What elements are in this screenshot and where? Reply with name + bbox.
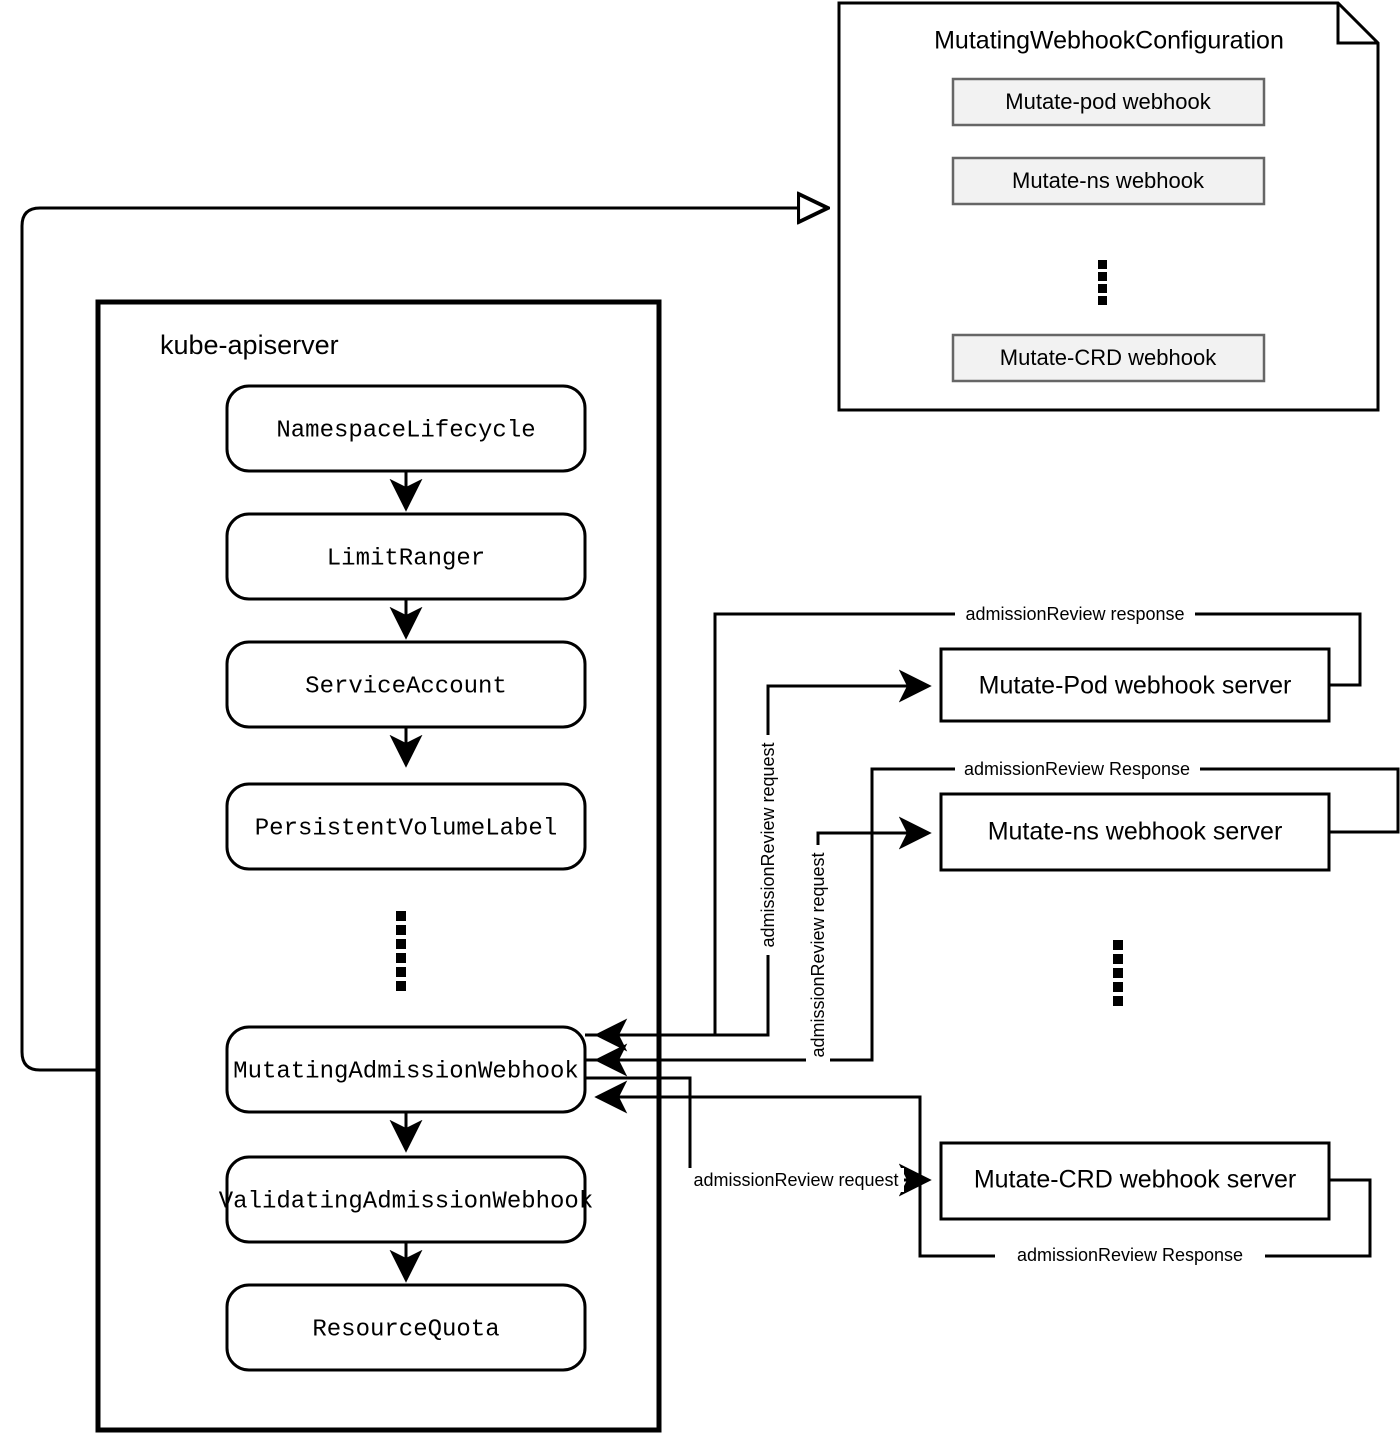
webhook-entry-mutate-crd[interactable]: Mutate-CRD webhook [951, 333, 1266, 383]
webhook-entries-ellipsis-icon [1098, 260, 1107, 305]
plugin-box [225, 782, 587, 871]
webhook-server-mutate-pod[interactable]: Mutate-Pod webhook server [939, 647, 1331, 723]
plugin-label: PersistentVolumeLabel [255, 815, 557, 842]
webhook-entry-mutate-pod[interactable]: Mutate-pod webhook [951, 77, 1266, 127]
admission-plugin-resourcequota[interactable]: ResourceQuota [225, 1283, 587, 1372]
kube-apiserver-title: kube-apiserver [160, 330, 339, 360]
plugin-label: ValidatingAdmissionWebhook [219, 1188, 593, 1215]
edge-label-text: admissionReview Response [964, 759, 1190, 779]
webhook-entry-mutate-ns[interactable]: Mutate-ns webhook [951, 156, 1266, 206]
server-label: Mutate-ns webhook server [988, 818, 1283, 846]
note-fold-corner [1336, 3, 1378, 45]
edge-label-ns-response: admissionReview Response [955, 757, 1200, 781]
plugin-label: NamespaceLifecycle [276, 417, 535, 444]
server-box [939, 647, 1331, 723]
admission-plugins-ellipsis-icon [396, 911, 406, 991]
edge-label-text: admissionReview Response [1017, 1245, 1243, 1265]
webhook-entry-box [951, 156, 1266, 206]
server-label: Mutate-CRD webhook server [974, 1166, 1296, 1194]
server-label: Mutate-Pod webhook server [979, 672, 1292, 700]
webhook-entry-label: Mutate-ns webhook [1012, 168, 1205, 193]
edge-label-crd-request: admissionReview request [688, 1168, 904, 1192]
edge-label-text: admissionReview response [965, 604, 1184, 624]
edge-label-pod-request: admissionReview request [756, 735, 780, 955]
edge-label-crd-response: admissionReview Response [995, 1243, 1265, 1267]
plugin-label: ServiceAccount [305, 673, 507, 700]
admission-plugin-namespacelifecycle[interactable]: NamespaceLifecycle [225, 384, 587, 473]
plugin-box [225, 1283, 587, 1372]
admission-plugin-persistentvolumelabel[interactable]: PersistentVolumeLabel [225, 782, 587, 871]
plugin-label: ResourceQuota [312, 1316, 499, 1343]
admission-plugin-mutatingadmissionwebhook[interactable]: MutatingAdmissionWebhook [225, 1025, 587, 1114]
edge-label-ns-request: admissionReview request [806, 845, 830, 1065]
plugin-label: MutatingAdmissionWebhook [233, 1058, 579, 1085]
mutating-webhook-configuration-note: MutatingWebhookConfiguration Mutate-pod … [837, 1, 1380, 412]
webhook-server-mutate-crd[interactable]: Mutate-CRD webhook server [939, 1141, 1331, 1221]
edge-label-text: admissionReview request [693, 1170, 898, 1190]
edge-apiserver-to-webhook-config [20, 208, 827, 1072]
server-box [939, 1141, 1331, 1221]
plugin-label: LimitRanger [327, 545, 485, 572]
webhook-servers-ellipsis-icon [1113, 940, 1123, 1006]
server-box [939, 792, 1331, 872]
admission-plugin-serviceaccount[interactable]: ServiceAccount [225, 640, 587, 729]
webhook-server-mutate-ns[interactable]: Mutate-ns webhook server [939, 792, 1331, 872]
edge-label-text: admissionReview request [808, 852, 828, 1057]
note-title: MutatingWebhookConfiguration [934, 27, 1284, 55]
webhook-entry-box [951, 77, 1266, 127]
webhook-entry-label: Mutate-pod webhook [1005, 89, 1211, 114]
edge-label-text: admissionReview request [758, 742, 778, 947]
admission-plugin-limitranger[interactable]: LimitRanger [225, 512, 587, 601]
webhook-entry-box [951, 333, 1266, 383]
edge-label-pod-response: admissionReview response [955, 602, 1195, 626]
webhook-entry-label: Mutate-CRD webhook [1000, 345, 1217, 370]
admission-plugin-validatingadmissionwebhook[interactable]: ValidatingAdmissionWebhook [219, 1155, 593, 1244]
